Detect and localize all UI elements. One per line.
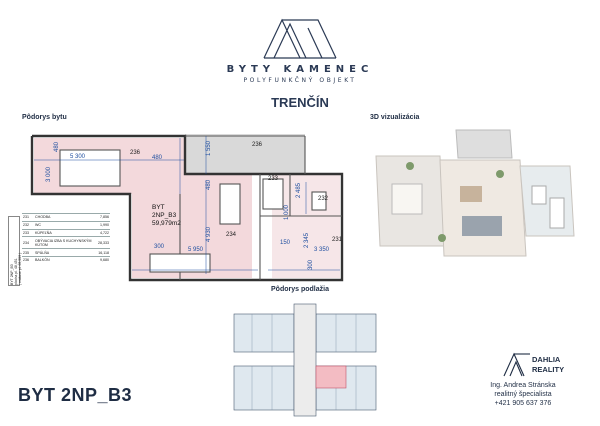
room-name: KÚPEĽŇA — [34, 228, 94, 237]
balcony-236-label: 236 — [252, 142, 263, 148]
room-area: 28,333 — [94, 236, 110, 249]
room-231-label: 231 — [332, 237, 343, 243]
room-name: WC — [34, 220, 94, 230]
contact-name: Ing. Andrea Stránska — [490, 382, 556, 389]
balcony-area — [185, 134, 305, 174]
dim-1000: 1 000 — [284, 204, 290, 220]
room-232-label: 232 — [318, 196, 329, 202]
agency-name-top: DAHLIA — [532, 355, 561, 364]
room-area: 4,722 — [94, 228, 110, 237]
unit-area: 59,979m2 — [152, 220, 181, 227]
room-area: 9,680 — [94, 255, 110, 264]
room-number: 235 — [22, 248, 34, 257]
room-name: BALKÓN — [34, 255, 94, 264]
room-number: 231 — [22, 213, 34, 222]
apartment-floorplan: 480 5 300 236 480 1 550 236 3 000 480 23… — [30, 134, 344, 282]
room-name: CHODBA — [34, 213, 94, 222]
dim-5300: 5 300 — [70, 154, 86, 160]
brand-name: BYTY KAMENEC — [226, 64, 374, 75]
area-side-box: BYT 2NP_B3 plocha pl. 48,451 ( vrátane p… — [8, 216, 22, 286]
room-number: 236 — [22, 255, 34, 264]
dim-150: 150 — [280, 240, 291, 246]
dim-1550: 1 550 — [206, 140, 212, 156]
dahlia-reality-logo: DAHLIA REALITY — [503, 352, 564, 377]
agency-name-bottom: REALITY — [532, 365, 564, 374]
unit-title: BYT 2NP_B3 — [18, 385, 133, 405]
room-number: 232 — [22, 220, 34, 230]
dim-300-b: 300 — [308, 259, 314, 270]
logo: BYTY KAMENEC POLYFUNKČNÝ OBJEKT — [0, 14, 600, 84]
dim-480-b: 480 — [152, 155, 163, 161]
dim-300-a: 300 — [154, 244, 165, 250]
dim-5950: 5 950 — [188, 247, 204, 253]
room-area: 7,856 — [94, 213, 110, 222]
viz-title: 3D vizualizácia — [370, 114, 420, 121]
room-name: SPÁLŇA — [34, 248, 94, 257]
room-234-label: 234 — [226, 232, 237, 238]
floorplan-title: Pôdorys bytu — [22, 114, 67, 121]
highlighted-unit — [315, 365, 347, 389]
dim-3000: 3 000 — [46, 166, 52, 182]
dim-480-a: 480 — [54, 141, 60, 152]
room-name: OBÝVACIA IZBA S KUCHYNSKÝM KÚTOM — [34, 236, 94, 249]
dim-480-c: 480 — [206, 179, 212, 190]
contact-info: Ing. Andrea Stránska realitný špecialist… — [460, 381, 586, 408]
building-floorplan — [233, 303, 377, 417]
room-area: 1,990 — [94, 220, 110, 230]
3d-visualization — [370, 126, 578, 266]
room-236-label: 236 — [130, 150, 141, 156]
contact-role: realitný špecialista — [494, 391, 552, 398]
room-number: 233 — [22, 228, 34, 237]
dim-2485: 2 485 — [296, 182, 302, 198]
outer-wall — [30, 134, 344, 282]
roof-logo-icon — [263, 18, 337, 59]
city-title: TRENČÍN — [271, 95, 329, 110]
room-233-label: 233 — [268, 176, 279, 182]
room-area: 16,118 — [94, 248, 110, 257]
dim-3350: 3 350 — [314, 247, 330, 253]
room-number: 234 — [22, 236, 34, 249]
dim-4930: 4 930 — [206, 226, 212, 242]
brand-tagline: POLYFUNKČNÝ OBJEKT — [243, 77, 357, 84]
dim-2345: 2 345 — [304, 232, 310, 248]
unit-label-2: 2NP_B3 — [152, 212, 177, 219]
floor-title: Pôdorys podlažia — [271, 286, 329, 293]
unit-label-1: BYT — [152, 204, 165, 211]
contact-phone: +421 905 637 376 — [494, 400, 552, 407]
